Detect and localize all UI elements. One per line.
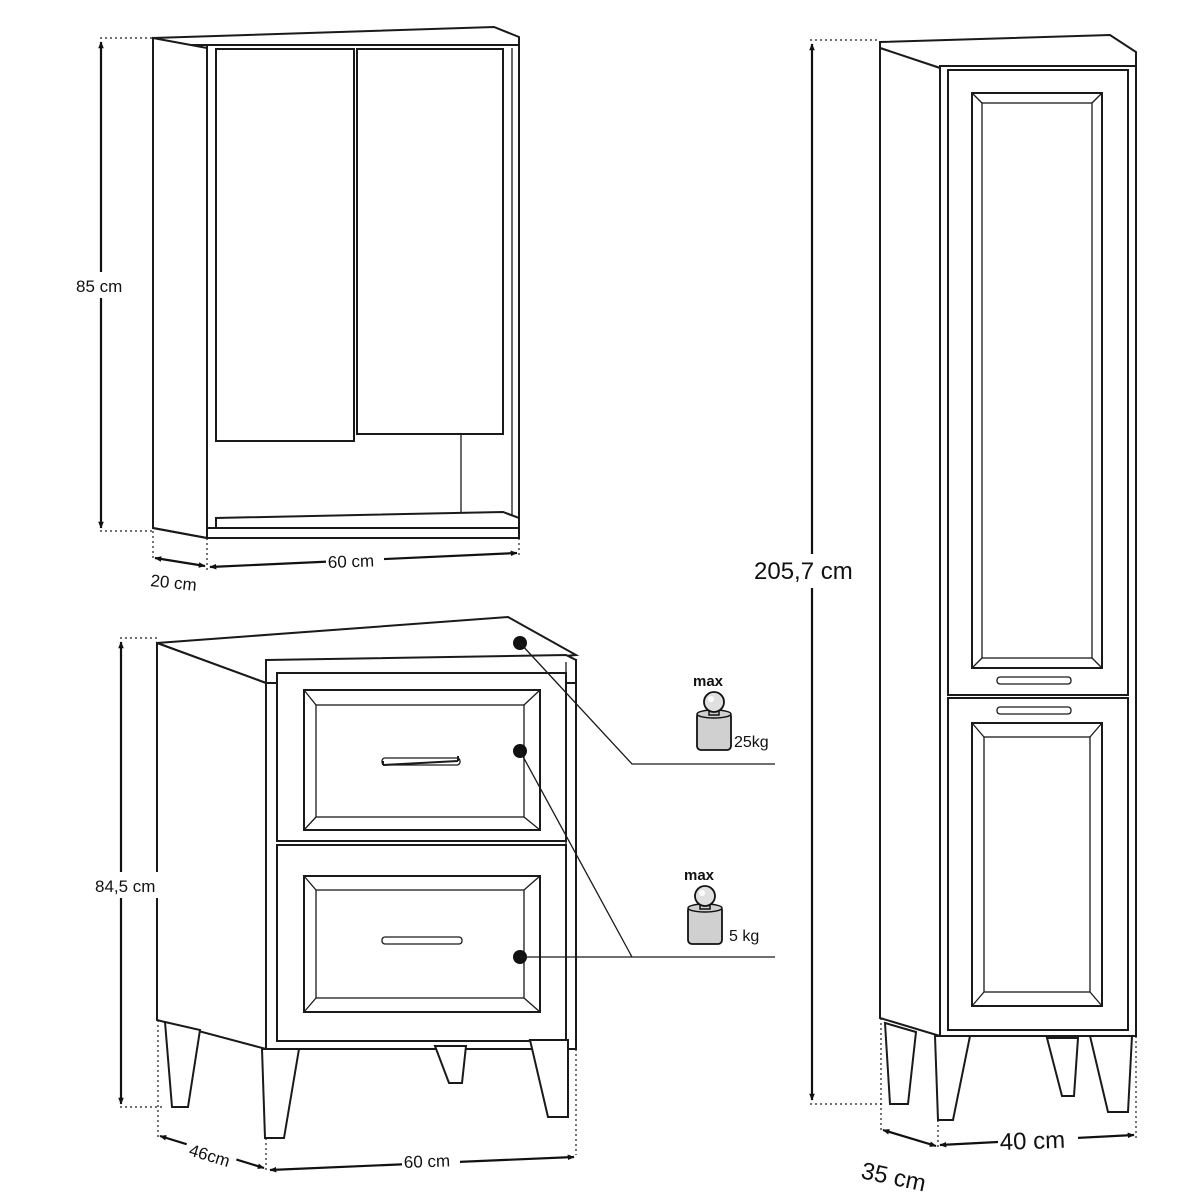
drawer-cabinet-width-label: 60 cm bbox=[403, 1151, 450, 1172]
drawer-cabinet-leg-front-left bbox=[260, 1048, 301, 1139]
top-load-weight-label: 25kg bbox=[734, 734, 769, 751]
wall-cabinet-depth-dimension bbox=[154, 556, 206, 568]
wall-cabinet-width-label: 60 cm bbox=[327, 551, 374, 572]
tall-cabinet: 205,7 cm 35 cm 40 cm bbox=[752, 33, 1137, 1197]
tall-cabinet-leg-back-left bbox=[883, 1021, 918, 1105]
top-load-leader-line bbox=[519, 642, 775, 765]
drawer-2 bbox=[276, 844, 567, 1042]
wall-cabinet: 85 cm 20 cm 60 cm bbox=[74, 25, 520, 595]
drawer-cabinet-leg-back-right bbox=[433, 1045, 468, 1084]
weight-icon bbox=[696, 691, 732, 751]
drawer-load-weight-label: 5 kg bbox=[729, 928, 759, 945]
wall-cabinet-left-door bbox=[215, 48, 355, 442]
tall-cabinet-height-label: 205,7 cm bbox=[754, 558, 853, 585]
tall-cabinet-side bbox=[879, 46, 941, 1038]
tall-cabinet-upper-door bbox=[947, 69, 1129, 696]
tall-cabinet-upper-handle bbox=[996, 676, 1072, 685]
tall-cabinet-lower-door bbox=[947, 697, 1129, 1031]
drawer-cabinet: 84,5 cm 46cm 60 cm bbox=[94, 615, 775, 1173]
tall-cabinet-lower-handle bbox=[996, 706, 1072, 715]
drawer-cabinet-leg-back-left bbox=[163, 1020, 202, 1108]
tall-cabinet-depth-dimension bbox=[882, 1128, 937, 1148]
drawer-cabinet-height-label: 84,5 cm bbox=[95, 877, 155, 896]
wall-cabinet-right-door bbox=[356, 48, 504, 435]
wall-cabinet-side bbox=[152, 36, 208, 540]
top-load-indicator: max 25kg bbox=[693, 673, 769, 751]
tall-cabinet-leg-front-left bbox=[933, 1035, 972, 1121]
wall-cabinet-top bbox=[152, 25, 520, 46]
tall-cabinet-width-label: 40 cm bbox=[999, 1127, 1065, 1156]
drawer-load-indicator: max 5 kg bbox=[684, 867, 759, 945]
weight-icon bbox=[687, 885, 723, 945]
wall-cabinet-height-label: 85 cm bbox=[76, 277, 122, 296]
tall-cabinet-leg-back-right bbox=[1045, 1037, 1080, 1097]
drawer-cabinet-side bbox=[156, 641, 267, 1051]
drawer-cabinet-leg-front-right bbox=[528, 1039, 569, 1118]
tall-cabinet-depth-label: 35 cm bbox=[859, 1157, 929, 1197]
drawer-load-max-label: max bbox=[684, 867, 715, 884]
drawer-1-leader-line bbox=[519, 750, 633, 958]
drawer-2-handle bbox=[381, 936, 463, 945]
wall-cabinet-depth-label: 20 cm bbox=[150, 571, 198, 595]
tall-cabinet-leg-front-right bbox=[1088, 1035, 1134, 1113]
top-load-max-label: max bbox=[693, 673, 724, 690]
